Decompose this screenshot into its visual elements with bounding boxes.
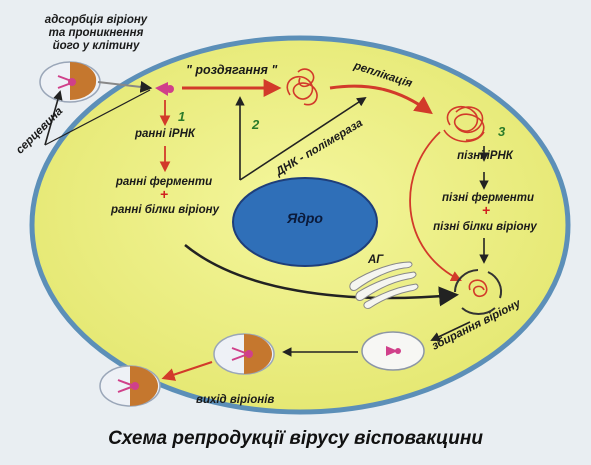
- exiting-virion: [99, 365, 161, 407]
- nucleus: [232, 177, 378, 267]
- dna-to-assembly-arrow: [409, 131, 462, 281]
- label-early-plus: +: [159, 186, 169, 202]
- early-proteins-to-assembly-arrow: [184, 244, 459, 307]
- mature-virion: [213, 333, 275, 375]
- core-pointer-2: [44, 89, 151, 146]
- label-nucleus: Ядро: [287, 210, 323, 226]
- label-adsorption: адсорбція віріону та проникнення його у …: [44, 14, 148, 52]
- label-step-2: 2: [252, 117, 260, 132]
- replication-arrow: [329, 84, 433, 115]
- assembling-virion: [453, 269, 503, 315]
- label-late-mrna: пізні іРНК: [457, 150, 513, 162]
- label-exit: вихід віріонів: [196, 394, 275, 406]
- label-late-proteins: пізні білки віріону: [433, 221, 537, 233]
- exit-arrow: [161, 360, 213, 381]
- core-pointer: [44, 90, 63, 146]
- label-late-enzymes: пізні ферменти: [442, 192, 534, 204]
- label-early-mrna: ранні іРНК: [135, 128, 195, 140]
- label-early-proteins: ранні білки віріону: [111, 204, 219, 216]
- label-late-plus: +: [481, 202, 491, 218]
- immature-virion: [361, 331, 425, 371]
- label-early-enzymes: ранні ферменти: [115, 176, 213, 188]
- uncoated-dna: [286, 68, 318, 106]
- polymerase-arrow: [239, 96, 367, 181]
- diagram-caption: Схема репродукції вірусу вісповакцини: [108, 428, 483, 449]
- label-step-1: 1: [178, 109, 186, 124]
- golgi-apparatus: [349, 261, 419, 309]
- label-golgi: АГ: [368, 254, 384, 266]
- adsorbing-virion: [39, 61, 101, 103]
- assembly-arrow: [430, 321, 471, 342]
- replicated-dna: [443, 106, 485, 143]
- viral-core-entering: [155, 82, 174, 96]
- entry-arrow: [97, 80, 153, 93]
- label-uncoating: " роздягання ": [186, 63, 278, 77]
- label-step-3: 3: [498, 124, 506, 139]
